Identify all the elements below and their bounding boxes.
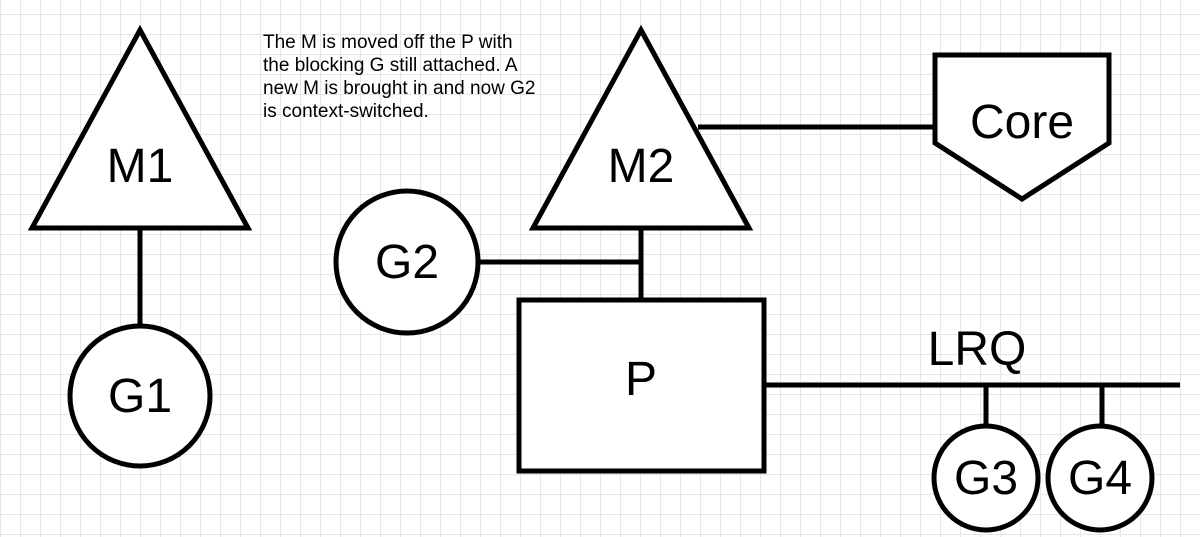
g3-label: G3 [954,452,1018,505]
m1-machine-triangle [27,24,253,231]
m2-machine-triangle [528,24,754,231]
g1-goroutine-circle [67,323,213,469]
g3-goroutine-circle [931,423,1041,533]
core-pentagon [932,52,1112,202]
p-processor-box [516,297,767,474]
core-label: Core [970,96,1074,149]
p-label: P [625,353,657,406]
m1-label: M1 [107,140,174,193]
lrq-label: LRQ [928,323,1027,376]
g2-goroutine-circle [333,188,481,336]
g1-label: G1 [108,370,172,423]
explanation-note: The M is moved off the P with the blocki… [263,32,536,122]
g4-goroutine-circle [1045,423,1155,533]
g4-label: G4 [1068,452,1132,505]
m2-label: M2 [608,140,675,193]
g2-label: G2 [375,236,439,289]
